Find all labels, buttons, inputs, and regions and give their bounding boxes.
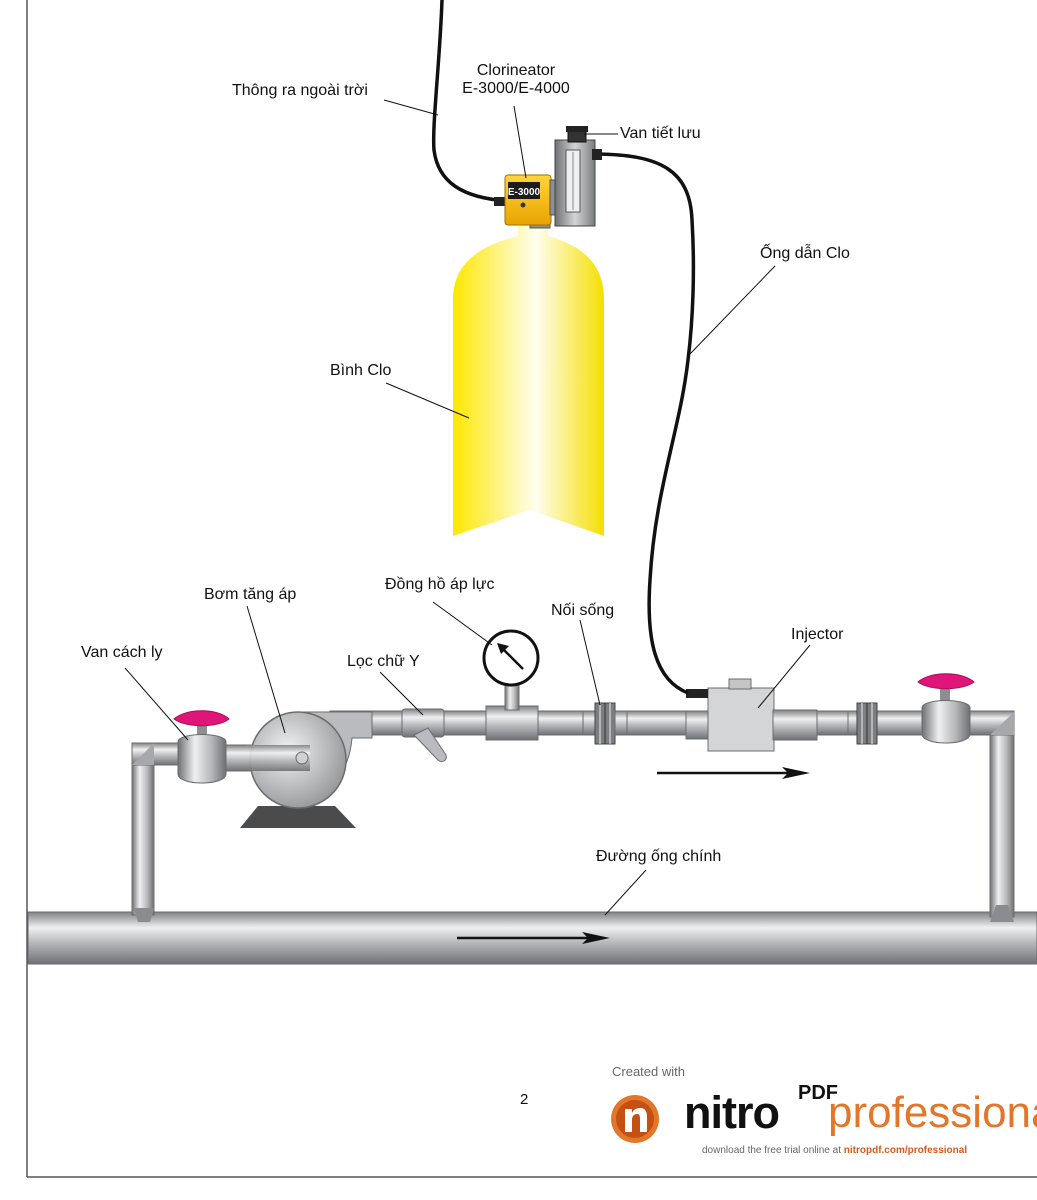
label-clorineator-line1: Clorineator xyxy=(476,62,556,79)
watermark-brand-sup: PDF xyxy=(798,1082,838,1104)
label-chlorine-pipe: Ống dẫn Clo xyxy=(760,245,850,262)
y-strainer xyxy=(401,708,447,763)
label-union: Nối sống xyxy=(551,602,615,619)
nitro-logo-icon xyxy=(611,1095,659,1143)
watermark-download[interactable]: download the free trial online at nitrop… xyxy=(702,1145,967,1156)
right-riser-pipe xyxy=(989,711,1015,922)
right-elbow xyxy=(990,712,1014,735)
injector xyxy=(685,678,818,752)
watermark-download-text: download the free trial online at xyxy=(702,1145,841,1156)
label-throttle-valve: Van tiết lưu xyxy=(620,125,701,142)
chlorine-tube xyxy=(597,152,696,695)
watermark-product: professional xyxy=(828,1088,1037,1137)
nitro-watermark[interactable]: Created with nitro PDF professional down… xyxy=(610,1062,1037,1170)
label-clorineator-line2: E-3000/E-4000 xyxy=(462,80,570,97)
label-injector: Injector xyxy=(791,626,844,643)
page-frame xyxy=(26,0,1037,1178)
union-right xyxy=(847,702,878,745)
label-clorineator: Clorineator E-3000/E-4000 xyxy=(454,62,578,98)
regulator-e3000: E-3000 xyxy=(494,126,602,229)
watermark-download-link[interactable]: nitropdf.com/professional xyxy=(843,1145,968,1156)
watermark-created-with: Created with xyxy=(612,1064,685,1079)
label-y-strainer: Lọc chữ Y xyxy=(347,653,420,670)
bypass-flow-arrow xyxy=(657,767,810,779)
label-vent: Thông ra ngoài trời xyxy=(232,82,368,99)
page-number: 2 xyxy=(520,1091,529,1108)
watermark-brand: nitro xyxy=(684,1087,780,1138)
label-chlorine-cylinder: Bình Clo xyxy=(330,362,392,379)
outlet-valve xyxy=(917,673,975,744)
union-left xyxy=(582,702,628,745)
label-main-pipe: Đường ống chính xyxy=(596,848,722,865)
vent-tube xyxy=(431,0,509,203)
regulator-badge: E-3000 xyxy=(508,187,541,198)
pressure-gauge xyxy=(482,629,540,741)
main-flow-arrow xyxy=(457,932,610,944)
leader-lines xyxy=(124,99,811,916)
isolation-valve xyxy=(173,710,230,784)
chlorine-cylinder xyxy=(453,225,604,536)
label-isolation-valve: Van cách ly xyxy=(81,644,163,661)
booster-pump xyxy=(240,711,373,828)
left-riser-pipe xyxy=(131,742,183,922)
label-booster-pump: Bơm tăng áp xyxy=(204,586,297,603)
label-pressure-gauge: Đồng hồ áp lực xyxy=(385,576,495,593)
